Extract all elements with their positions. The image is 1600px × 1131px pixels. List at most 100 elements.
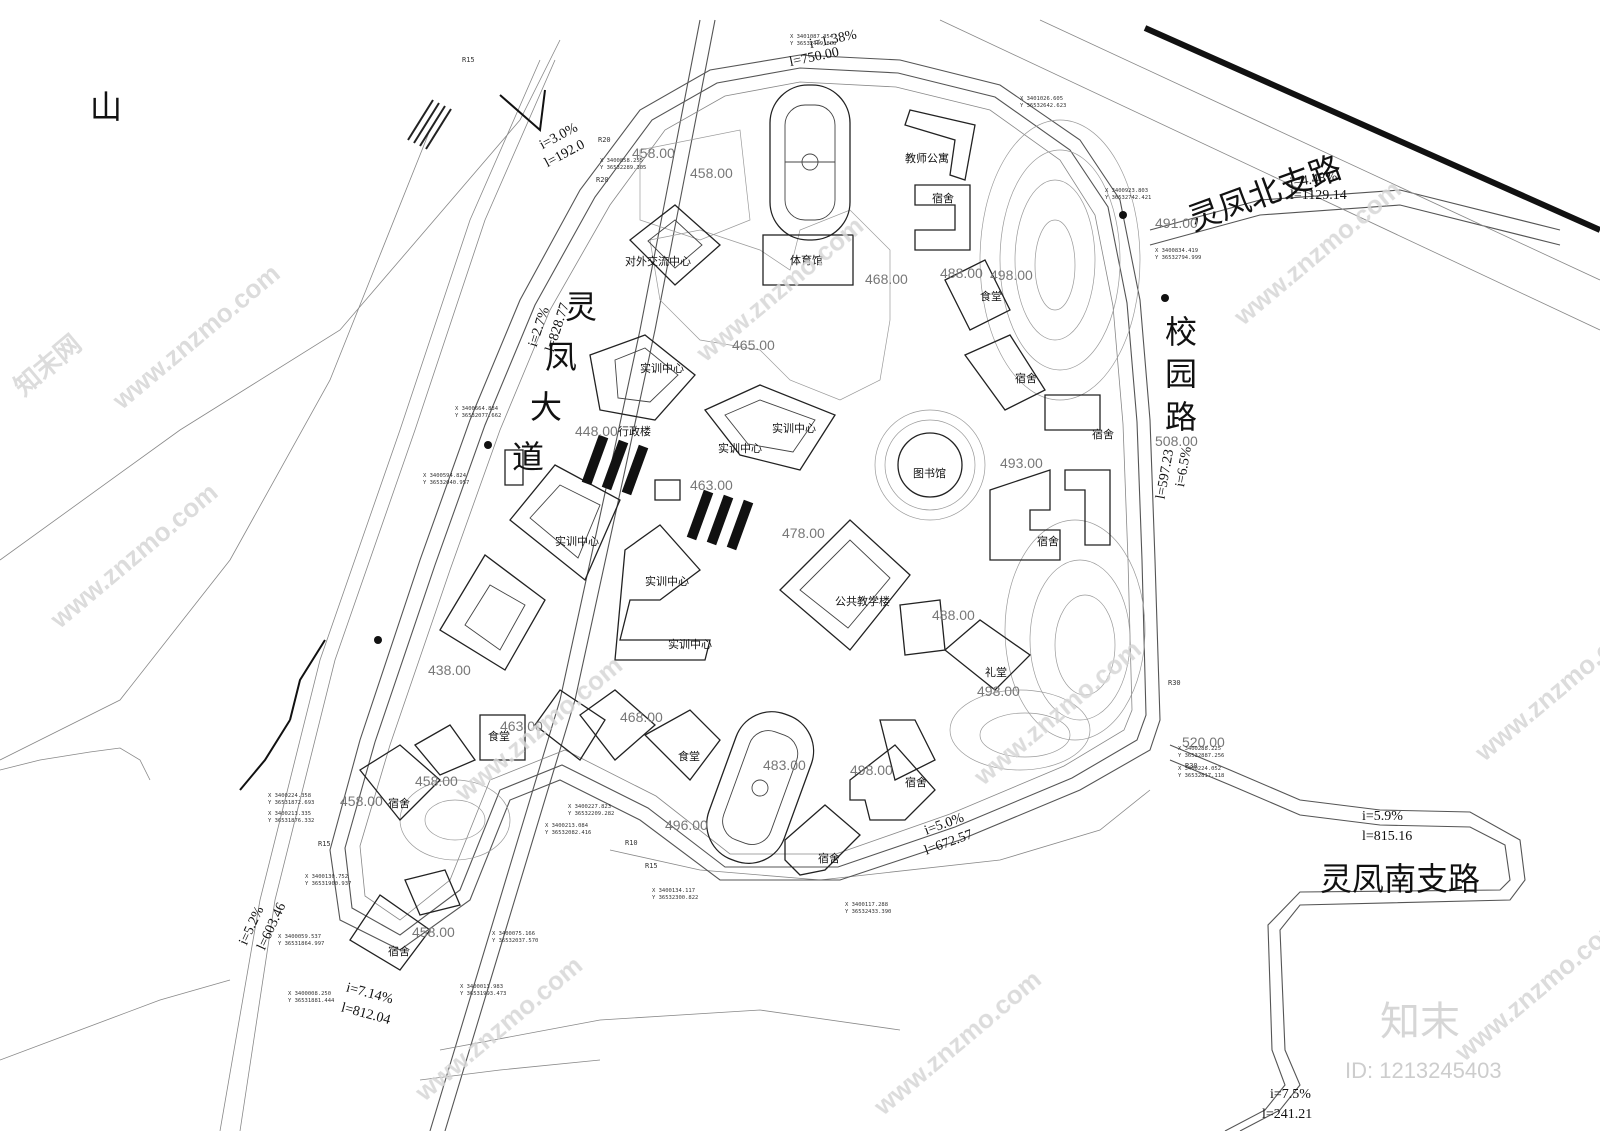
label-dorm: 宿舍 [905,775,927,789]
radius-label: R10 [625,839,638,847]
coord-y: Y 36532742.421 [1105,195,1151,201]
label-gym: 体育馆 [790,253,823,267]
radius-label: R20 [596,176,609,184]
coord-x: X 3401087.354 [790,34,834,40]
elevation: 498.00 [850,762,893,778]
coord-y: Y 36531876.332 [268,818,314,824]
label-auditorium: 礼堂 [985,665,1007,679]
label-dorm: 宿舍 [818,851,840,865]
label-training-center: 实训中心 [555,534,599,548]
coord-y: Y 36532642.623 [1020,103,1066,109]
elevation: 458.00 [690,165,733,181]
coord-y: Y 36532082.416 [545,830,591,836]
watermark-site: www.znzmo.com [867,964,1047,1122]
radius-label: R30 [1168,679,1181,687]
radius-label: R20 [598,136,611,144]
road-label-south-branch: 灵凤南支路 [1320,860,1480,898]
elevation: 496.00 [665,817,708,833]
slope-length: l=1129.14 [1290,188,1347,203]
coord-y: Y 36532077.662 [455,413,501,419]
watermark-brand: 知末网 [8,328,87,401]
watermark-site: www.znzmo.com [106,258,286,416]
elevation: 448.00 [575,423,618,439]
elevation: 458.00 [412,924,455,940]
coord-x: X 3400227.823 [568,804,611,810]
coord-x: X 3400134.117 [652,888,695,894]
slope-grade: i=6.5% [1173,445,1195,488]
coord-x: X 3400213.335 [268,811,311,817]
elevation: 488.00 [932,607,975,623]
slope-grade: i=4.48% [1289,169,1339,191]
radius-label: R15 [645,862,658,870]
label-admin: 行政楼 [618,424,651,438]
slope-length: l=815.16 [1362,829,1412,844]
label-training-center: 实训中心 [772,421,816,435]
radius-label: R15 [462,56,475,64]
watermark-site: www.znzmo.com [1468,610,1600,768]
elevation: 478.00 [782,525,825,541]
slope-grade: i=7.5% [1270,1087,1311,1102]
coordinate-labels: X 3401087.354 Y 36532469.800 X 3401026.6… [268,34,1224,1004]
elevation: 468.00 [865,271,908,287]
coord-y: Y 36532817.118 [1178,773,1224,779]
coord-y: Y 36531864.997 [278,941,324,947]
coord-x: X 3400923.803 [1105,188,1148,194]
external-roads [0,19,1600,1131]
road-labels: 山 灵 凤 大 道 灵凤北支路 校 园 路 灵凤南支路 [90,88,1480,898]
slope-grade: i=5.9% [1362,809,1403,824]
road-label-lingfeng-avenue-4: 道 [512,438,544,476]
label-training-center: 实训中心 [668,637,712,651]
label-dorm: 宿舍 [1015,371,1037,385]
elevation: 465.00 [732,337,775,353]
coord-y: Y 36531900.937 [305,881,351,887]
elevation: 458.00 [340,793,383,809]
sports-field-south [706,711,815,864]
label-training-center: 实训中心 [718,441,762,455]
watermark-id: ID: 1213245403 [1345,1058,1502,1083]
coord-x: X 3400834.419 [1155,248,1198,254]
road-label-campus-2: 园 [1165,355,1197,393]
elevation: 468.00 [620,709,663,725]
road-label-lingfeng-avenue-2: 凤 [545,338,577,376]
coord-x: X 3400224.052 [1178,766,1221,772]
elevation: 498.00 [977,683,1020,699]
coord-x: X 3400288.225 [1178,746,1221,752]
coord-x: X 3400013.983 [460,984,503,990]
watermark-logo: 知末 [1380,999,1460,1045]
campus-ring-road [329,54,1161,951]
slope-length: l=597.23 [1154,448,1178,500]
label-canteen: 食堂 [678,749,700,763]
radius-label: R30 [1185,762,1198,770]
coord-x: X 3400664.884 [455,406,499,412]
elevation: 520.00 [1182,734,1225,750]
label-training-center: 实训中心 [645,574,689,588]
coord-y: Y 36532209.282 [568,811,614,817]
coord-x: X 3400117.288 [845,902,888,908]
coord-x: X 3400224.358 [268,793,311,799]
watermarks: www.znzmo.com 知末网 www.znzmo.com www.znzm… [8,174,1600,1122]
terrain-contours [399,119,1146,861]
survey-points [374,211,1169,644]
road-label-lingfeng-avenue-3: 大 [530,388,562,426]
radius-label: R15 [318,840,331,848]
label-dorm: 宿舍 [388,944,410,958]
coord-y: Y 36532887.256 [1178,753,1224,759]
coord-y: Y 36531872.693 [268,800,314,806]
watermark-site: www.znzmo.com [408,950,588,1108]
coord-y: Y 36531881.444 [288,998,335,1004]
label-library: 图书馆 [913,466,946,480]
elevation: 438.00 [428,662,471,678]
coord-x: X 3400130.752 [305,874,348,880]
label-dorm: 宿舍 [1037,534,1059,548]
coord-y: Y 36532433.390 [845,909,891,915]
elevation: 463.00 [500,718,543,734]
coord-x: X 3401026.605 [1020,96,1063,102]
coord-x: X 3400213.084 [545,823,589,829]
label-dorm: 宿舍 [932,191,954,205]
elevation-labels: 458.00 458.00 468.00 488.00 498.00 491.0… [340,145,1225,940]
building-labels: 体育馆 教师公寓 宿舍 对外交流中心 食堂 宿舍 宿舍 实训中心 行政楼 实训中… [388,151,1114,958]
road-label-campus-1: 校 [1165,313,1197,351]
elevation: 498.00 [990,267,1033,283]
label-dorm: 宿舍 [1092,427,1114,441]
